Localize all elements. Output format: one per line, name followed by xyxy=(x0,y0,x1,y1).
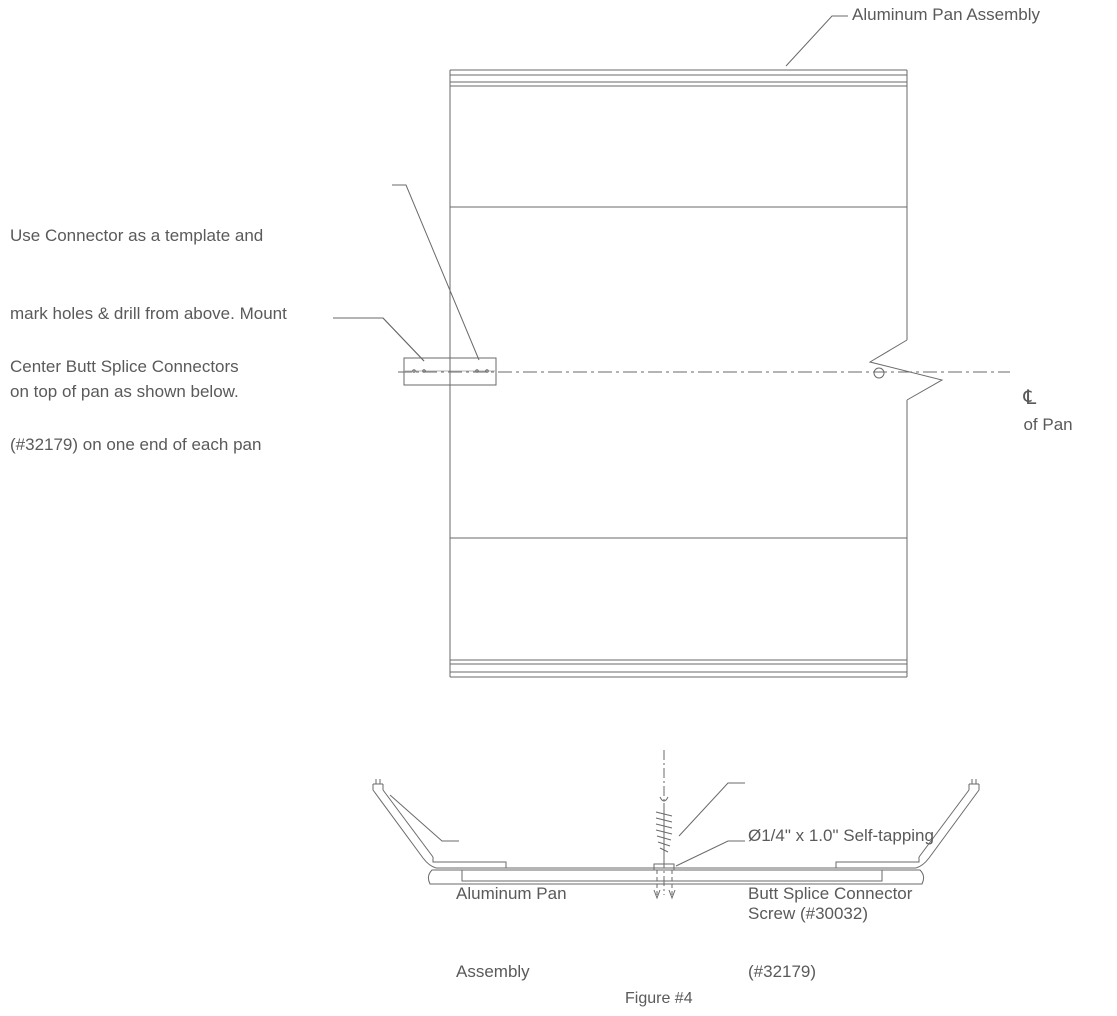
leader-center-splice-b xyxy=(383,318,424,361)
screw-icon xyxy=(656,797,672,860)
centerline-hole xyxy=(874,368,884,378)
pan-section-line1: Aluminum Pan xyxy=(456,884,567,903)
label-screw: Ø1/4" x 1.0" Self-tapping Screw (#30032) xyxy=(748,771,934,953)
leader-pan-assembly-top xyxy=(786,16,848,66)
leader-butt-splice xyxy=(676,841,745,866)
leader-template-note xyxy=(392,185,479,360)
pan-section-line2: Assembly xyxy=(456,962,530,981)
connector-hole xyxy=(423,370,426,373)
leader-center-splice-a xyxy=(333,318,424,361)
label-template-note: Use Connector as a template and mark hol… xyxy=(10,171,287,431)
label-butt-splice: Butt Splice Connector (#32179) xyxy=(748,829,912,1011)
screw-line2: Screw (#30032) xyxy=(748,904,869,923)
center-splice-line1: Center Butt Splice Connectors xyxy=(10,357,239,376)
butt-splice-line2: (#32179) xyxy=(748,962,817,981)
label-aluminum-pan-assembly-top: Aluminum Pan Assembly xyxy=(852,5,1041,24)
break-line xyxy=(870,340,942,400)
template-note-line1: Use Connector as a template and xyxy=(10,226,264,245)
label-center-splice: Center Butt Splice Connectors (#32179) o… xyxy=(10,302,261,484)
center-splice-line2: (#32179) on one end of each pan xyxy=(10,435,262,454)
leader-screw xyxy=(679,783,745,836)
pan-section-view xyxy=(373,750,979,898)
butt-splice-line1: Butt Splice Connector xyxy=(748,884,913,903)
label-centerline: ℄ of Pan xyxy=(1014,359,1073,438)
screw-line1: Ø1/4" x 1.0" Self-tapping xyxy=(748,826,934,845)
template-note-line3: on top of pan as shown below. xyxy=(10,382,239,401)
connector-plate xyxy=(404,358,496,385)
figure-caption: Figure #4 xyxy=(625,990,693,1007)
centerline-symbol: ℄ xyxy=(1023,387,1037,409)
connector-hole xyxy=(476,370,479,373)
pan-plan-view xyxy=(450,70,942,677)
template-note-line2: mark holes & drill from above. Mount xyxy=(10,304,287,323)
leader-pan-section xyxy=(390,795,459,841)
connector-hole xyxy=(486,370,489,373)
label-aluminum-pan-section: Aluminum Pan Assembly xyxy=(456,829,567,1011)
connector-hole xyxy=(413,370,416,373)
butt-splice-connector-plan xyxy=(404,358,496,385)
centerline-text: of Pan xyxy=(1023,415,1073,434)
